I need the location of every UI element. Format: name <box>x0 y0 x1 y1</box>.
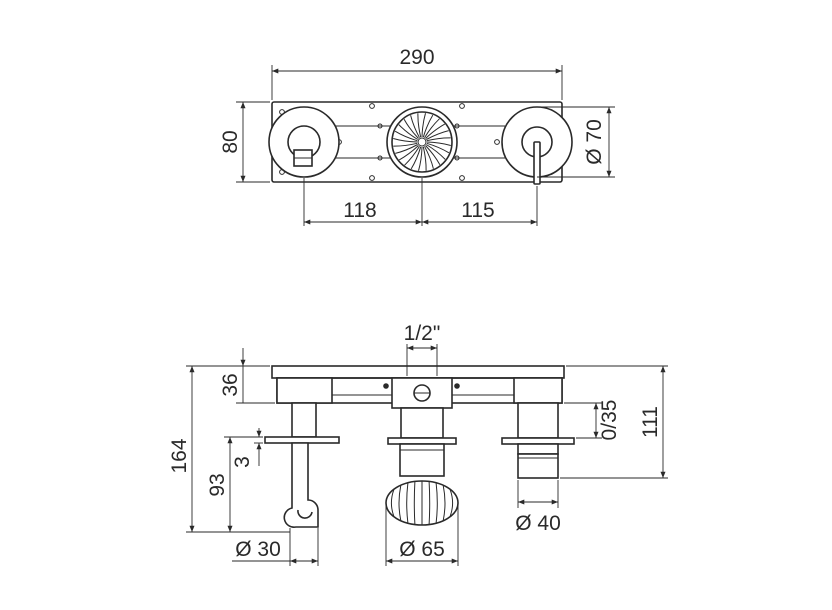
dim-3-label: 3 <box>231 456 254 468</box>
shower-head-rib <box>406 482 409 524</box>
rosette-spoke <box>426 130 449 140</box>
rosette-spoke <box>403 118 419 139</box>
rosette-spoke <box>393 142 418 147</box>
rosette-spoke <box>426 141 451 146</box>
rosette-spoke <box>395 144 418 154</box>
dim-164-label: 164 <box>168 438 191 473</box>
center-shower-head <box>385 407 459 526</box>
dim-diameter-label: Ø 70 <box>583 119 606 165</box>
rosette-spoke <box>422 114 434 138</box>
rosette-spoke <box>426 144 446 160</box>
shower-head-rib <box>449 489 454 517</box>
rosette-spoke <box>426 142 450 154</box>
shower-head-rib <box>442 485 446 521</box>
right-mixer-body <box>501 402 575 479</box>
dim-thread-label: 1/2" <box>404 322 441 345</box>
dim-right-spacing-label: 115 <box>461 199 494 222</box>
dim-93-label: 93 <box>206 473 229 496</box>
dim-36-label: 36 <box>219 373 242 396</box>
dim-0-35-label: 0/35 <box>598 400 621 441</box>
dim-d65-label: Ø 65 <box>399 538 445 561</box>
rosette-spoke <box>394 130 418 142</box>
rosette-spoke <box>422 146 427 171</box>
rosette-spoke <box>421 113 426 138</box>
side-mounting-plate <box>271 365 565 379</box>
dim-left-spacing-label: 118 <box>343 199 376 222</box>
rosette-spoke <box>426 137 451 142</box>
rosette-spoke <box>425 123 446 139</box>
top-view: 290 80 Ø 70 118 115 <box>219 46 615 226</box>
dim-d40-label: Ø 40 <box>515 512 561 535</box>
shower-head-rib <box>413 481 416 525</box>
rosette-spoke <box>410 146 422 170</box>
rosette-spoke <box>398 124 418 140</box>
rosette-spoke <box>425 145 441 166</box>
left-shower-holder <box>264 402 340 528</box>
shower-head-rib <box>390 489 395 517</box>
left-rosette <box>268 106 340 178</box>
center-shower-rosette <box>386 106 458 178</box>
rosette-spoke <box>398 145 419 161</box>
side-view: 1/2" 36 164 93 3 0/35 111 <box>168 322 668 566</box>
dim-width-label: 290 <box>399 46 434 69</box>
shower-head-rib <box>435 482 438 524</box>
rosette-spoke <box>410 115 420 138</box>
rosette-spoke <box>393 138 418 143</box>
rosette-spoke <box>417 113 422 138</box>
dim-d30-label: Ø 30 <box>235 538 281 561</box>
shower-head-rib <box>428 481 431 525</box>
rosette-spoke <box>418 146 423 171</box>
dim-height-label: 80 <box>219 130 242 153</box>
dim-111-label: 111 <box>639 406 662 438</box>
shower-head-rib <box>398 485 402 521</box>
rosette-spoke <box>404 146 420 166</box>
rosette-spoke <box>424 146 434 169</box>
rosette-spoke <box>424 118 440 138</box>
